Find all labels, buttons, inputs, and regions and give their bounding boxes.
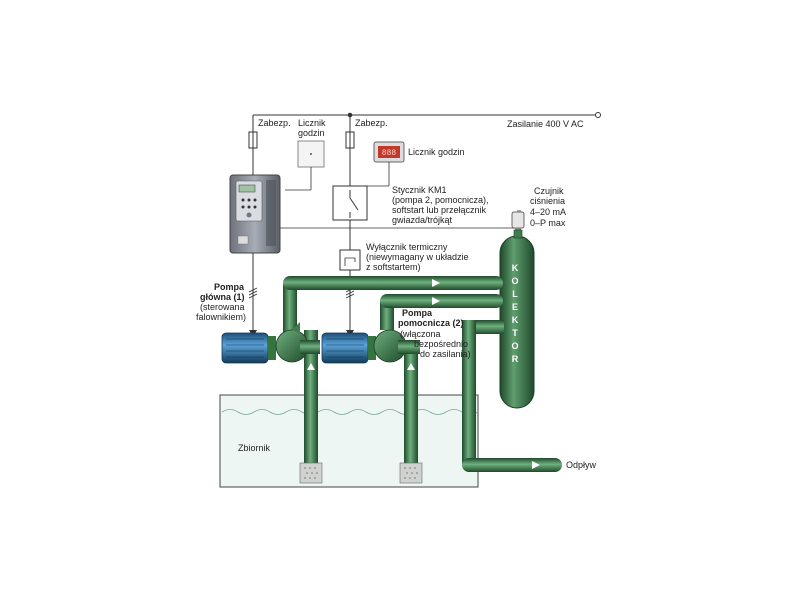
main-pump-label-3: (sterowana <box>200 302 245 312</box>
suction-pipe-aux <box>399 350 423 484</box>
discharge-pipe-aux <box>380 294 503 330</box>
aux-pump-label-1: Pompa <box>402 308 433 318</box>
hour-counter-label-2: Licznik godzin <box>408 147 465 157</box>
contactor-label-4: gwiazda/trójkąt <box>392 215 453 225</box>
collector-letter: K <box>511 263 519 273</box>
collector-vessel <box>499 229 535 409</box>
sensor-label-2: ciśnienia <box>530 196 566 206</box>
contactor-label-1: Stycznik KM1 <box>392 185 447 195</box>
frequency-inverter-icon <box>229 174 281 254</box>
hour-counter-label-1b: godzin <box>298 128 325 138</box>
discharge-pipe-main <box>283 276 503 333</box>
tank-label: Zbiornik <box>238 443 271 453</box>
collector-letter: K <box>511 315 519 325</box>
thermal-label-1: Wyłącznik termiczny <box>366 242 448 252</box>
main-pump-label-2: główna (1) <box>200 292 245 302</box>
aux-pump-label-3: (włączona <box>400 329 441 339</box>
collector-letter: R <box>511 354 519 364</box>
fuse-icon <box>248 131 355 149</box>
collector-letter: O <box>511 341 519 351</box>
collector-label: K O L E K T O R <box>507 262 523 402</box>
aux-pump-label-2: pomocnicza (2) <box>398 318 464 328</box>
sensor-label-4: 0–P max <box>530 218 566 228</box>
power-supply-label: Zasilanie 400 V AC <box>507 119 584 129</box>
collector-letter: O <box>511 276 519 286</box>
thermal-label-3: z softstartem) <box>366 262 421 272</box>
suction-pipe-main <box>299 330 323 484</box>
collector-letter: L <box>512 289 518 299</box>
outflow-pipe <box>462 320 562 472</box>
contactor-label-2: (pompa 2, pomocnicza), <box>392 195 489 205</box>
main-pump-label-1: Pompa <box>214 282 245 292</box>
collector-letter: T <box>512 328 518 338</box>
hour-counter-label-1a: Licznik <box>298 118 326 128</box>
water-tank <box>219 394 479 488</box>
outflow-label: Odpływ <box>566 460 597 470</box>
sensor-label-1: Czujnik <box>534 186 564 196</box>
contactor-switch-icon <box>332 185 368 221</box>
thermal-switch-icon <box>339 249 361 271</box>
sensor-label-3: 4–20 mA <box>530 207 567 217</box>
main-pump <box>221 322 320 364</box>
aux-pump <box>321 329 420 364</box>
fuse-label-1: Zabezp. <box>258 118 291 128</box>
hour-counter-digital-icon: 888 <box>373 141 405 163</box>
collector-letter: E <box>511 302 518 312</box>
main-pump-label-4: falownikiem) <box>196 312 247 322</box>
aux-pump-label-4: bezpośrednio <box>414 339 469 349</box>
contactor-label-3: softstart lub przełącznik <box>392 205 487 215</box>
hour-counter-icon <box>297 140 325 168</box>
aux-pump-label-5: do zasilania) <box>420 349 471 359</box>
fuse-label-2: Zabezp. <box>355 118 388 128</box>
svg-text:888: 888 <box>382 149 397 158</box>
thermal-label-2: (niewymagany w układzie <box>366 252 469 262</box>
